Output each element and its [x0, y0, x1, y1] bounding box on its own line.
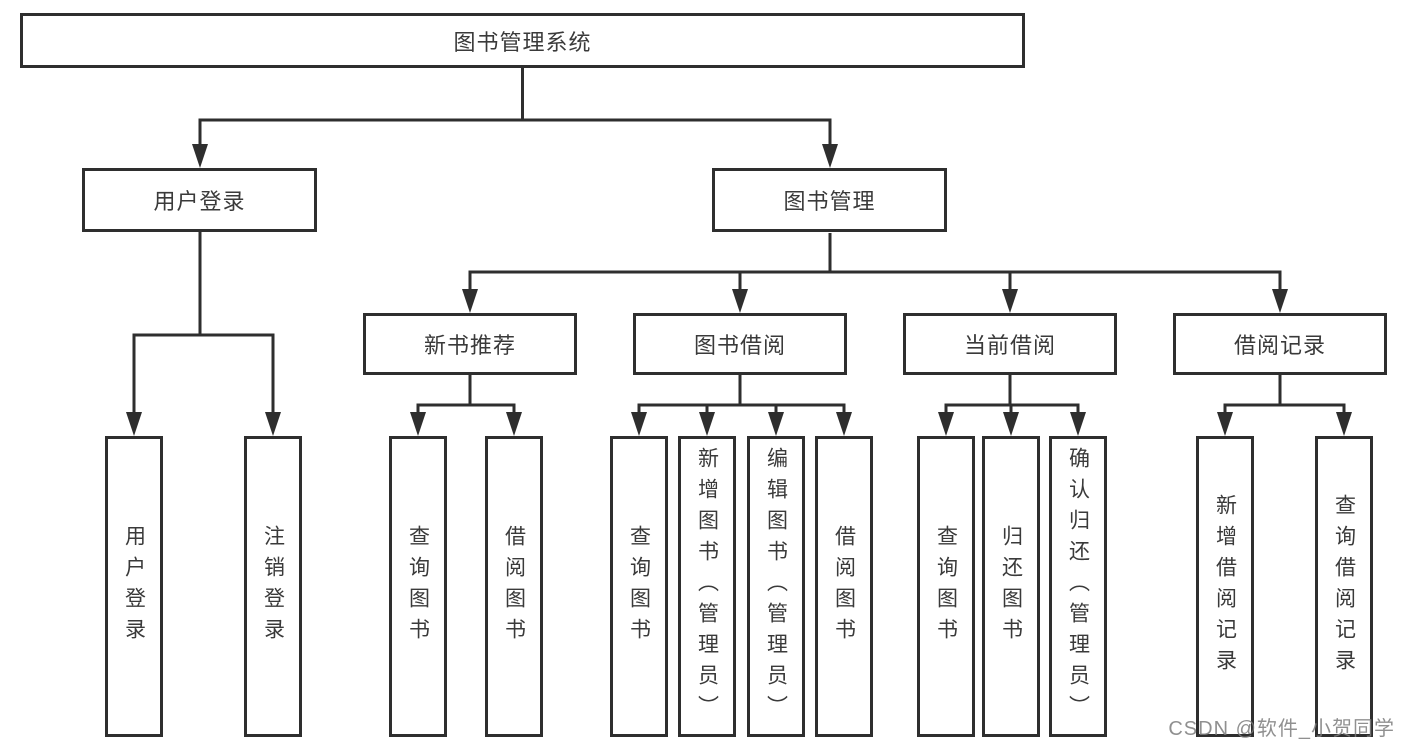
leaf-borrow-borrow-book: 借阅图书	[815, 436, 873, 737]
leaf-records-add-record: 新增借阅记录	[1196, 436, 1254, 737]
node-current-borrow: 当前借阅	[903, 313, 1117, 375]
leaf-current-return-book: 归还图书	[982, 436, 1040, 737]
node-book-management: 图书管理	[712, 168, 947, 232]
node-borrow-records: 借阅记录	[1173, 313, 1387, 375]
leaf-current-query-book: 查询图书	[917, 436, 975, 737]
leaf-user-login: 用户登录	[105, 436, 163, 737]
leaf-recommend-query-book: 查询图书	[389, 436, 447, 737]
leaf-current-confirm-return-admin: 确认归还（管理员）	[1049, 436, 1107, 737]
leaf-recommend-borrow-book: 借阅图书	[485, 436, 543, 737]
watermark: CSDN @软件_小贺同学	[1168, 718, 1395, 740]
leaf-borrow-query-book: 查询图书	[610, 436, 668, 737]
node-new-book-recommend: 新书推荐	[363, 313, 577, 375]
arrowheads	[126, 144, 1352, 436]
node-book-borrow: 图书借阅	[633, 313, 847, 375]
node-user-login: 用户登录	[82, 168, 317, 232]
leaf-borrow-edit-book-admin: 编辑图书（管理员）	[747, 436, 805, 737]
leaf-records-query-record: 查询借阅记录	[1315, 436, 1373, 737]
node-root: 图书管理系统	[20, 13, 1025, 68]
leaf-borrow-add-book-admin: 新增图书（管理员）	[678, 436, 736, 737]
leaf-logout: 注销登录	[244, 436, 302, 737]
